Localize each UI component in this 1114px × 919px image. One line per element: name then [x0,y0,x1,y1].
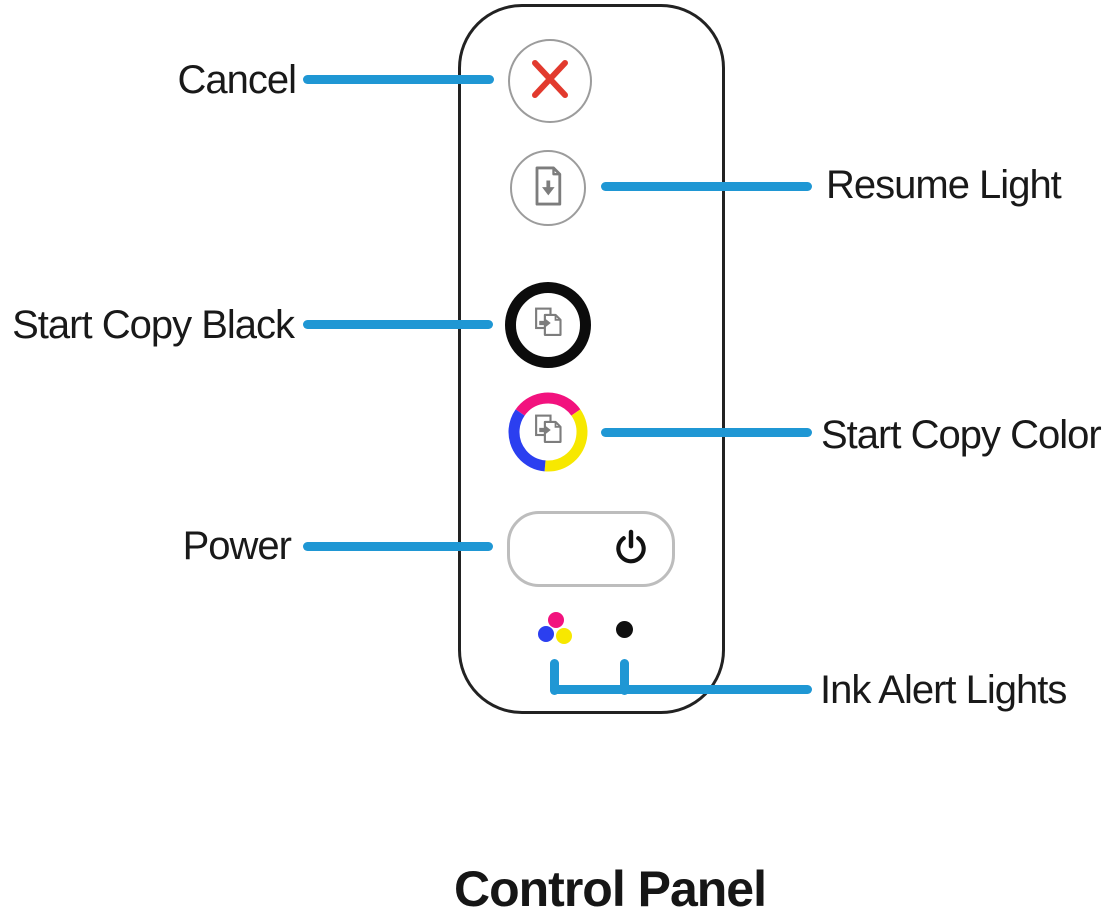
start-copy-color-button [507,391,589,473]
ink-alert-bracket [550,659,559,695]
cmy-color-ring [508,392,588,472]
cancel-label: Cancel [177,58,297,102]
power-button [507,511,675,587]
diagram-title: Control Panel [453,861,767,917]
cancel-button [508,39,592,123]
black-dot-icon [616,621,633,638]
ink-alert-callout-line [550,685,812,694]
tricolor-dots-icon [548,612,564,628]
printer-panel-outline [458,4,725,714]
start-copy-black-button [505,282,591,368]
start-copy-color-label: Start Copy Color [821,413,1102,457]
copy-pages-icon [528,410,568,455]
resume-light [510,150,586,226]
power-callout-line [303,542,493,551]
copy-pages-icon [528,303,568,348]
cancel-x-icon [526,55,574,108]
power-icon [612,528,650,571]
power-label: Power [182,524,292,568]
ink-alert-bracket [620,659,629,695]
start-copy-black-label: Start Copy Black [12,303,295,347]
resume-light-label: Resume Light [826,163,1062,207]
start-copy-black-callout-line [303,320,493,329]
resume-callout-line [601,182,812,191]
tricolor-dots-icon [538,626,554,642]
tricolor-dots-icon [556,628,572,644]
resume-page-icon [529,164,567,213]
start-copy-color-callout-line [601,428,812,437]
ink-alert-lights-label: Ink Alert Lights [820,668,1067,712]
cancel-callout-line [303,75,494,84]
